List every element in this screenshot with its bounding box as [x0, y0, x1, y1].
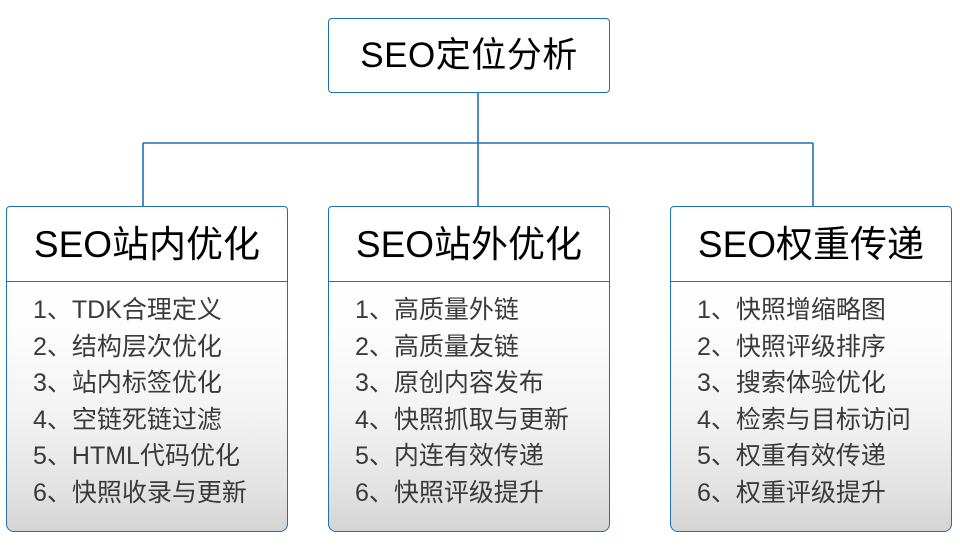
branch-header-seo-onsite[interactable]: SEO站内优化: [6, 206, 288, 282]
branch-seo-weight[interactable]: SEO权重传递 1、快照增缩略图 2、快照评级排序 3、搜索体验优化 4、检索与…: [670, 206, 952, 532]
branch-body-seo-weight: 1、快照增缩略图 2、快照评级排序 3、搜索体验优化 4、检索与目标访问 5、权…: [670, 282, 952, 532]
list-item-label: 快照增缩略图: [735, 296, 886, 324]
list-item-label: 结构层次优化: [71, 332, 222, 361]
list-item-index: 4、: [33, 405, 72, 434]
branch-seo-onsite[interactable]: SEO站内优化 1、TDK合理定义 2、结构层次优化 3、站内标签优化 4、空链…: [6, 206, 288, 532]
branch-list-seo-offsite: 1、高质量外链 2、高质量友链 3、原创内容发布 4、快照抓取与更新 5、内连有…: [329, 292, 569, 511]
list-item: 4、空链死链过滤: [33, 402, 247, 439]
list-item-index: 3、: [355, 369, 394, 397]
list-item-index: 6、: [33, 478, 72, 507]
list-item-index: 1、: [355, 296, 394, 324]
list-item: 6、快照评级提升: [355, 475, 569, 512]
branch-header-label: SEO站外优化: [355, 223, 583, 265]
list-item: 1、快照增缩略图: [697, 292, 911, 329]
list-item-index: 1、: [33, 296, 72, 324]
list-item-label: 站内标签优化: [71, 369, 222, 397]
list-item-label: 检索与目标访问: [735, 405, 911, 434]
list-item: 2、高质量友链: [355, 329, 569, 366]
list-item-index: 3、: [697, 369, 736, 397]
root-node[interactable]: SEO定位分析: [328, 18, 610, 93]
list-item-index: 2、: [697, 332, 736, 361]
list-item-index: 3、: [33, 369, 72, 397]
list-item-label: 空链死链过滤: [71, 405, 222, 434]
list-item: 1、高质量外链: [355, 292, 569, 329]
branch-seo-offsite[interactable]: SEO站外优化 1、高质量外链 2、高质量友链 3、原创内容发布 4、快照抓取与…: [328, 206, 610, 532]
branch-list-seo-onsite: 1、TDK合理定义 2、结构层次优化 3、站内标签优化 4、空链死链过滤 5、H…: [7, 292, 247, 511]
list-item: 5、HTML代码优化: [33, 438, 247, 475]
list-item-label: 快照抓取与更新: [393, 405, 569, 434]
list-item-label: 搜索体验优化: [735, 369, 886, 397]
branch-body-seo-onsite: 1、TDK合理定义 2、结构层次优化 3、站内标签优化 4、空链死链过滤 5、H…: [6, 282, 288, 532]
list-item-index: 5、: [33, 442, 72, 470]
list-item: 1、TDK合理定义: [33, 292, 247, 329]
list-item-index: 4、: [697, 405, 736, 434]
list-item-index: 6、: [697, 478, 736, 507]
branch-header-seo-weight[interactable]: SEO权重传递: [670, 206, 952, 282]
list-item-label: 高质量外链: [393, 296, 519, 324]
list-item-index: 6、: [355, 478, 394, 507]
list-item-label: 权重有效传递: [735, 442, 886, 470]
list-item: 6、权重评级提升: [697, 475, 911, 512]
list-item-label: HTML代码优化: [71, 442, 240, 470]
list-item: 3、搜索体验优化: [697, 365, 911, 402]
list-item: 4、检索与目标访问: [697, 402, 911, 439]
list-item: 2、快照评级排序: [697, 329, 911, 366]
list-item-index: 2、: [355, 332, 394, 361]
branch-header-label: SEO权重传递: [697, 223, 925, 265]
branch-header-label: SEO站内优化: [33, 223, 261, 265]
list-item-label: TDK合理定义: [71, 296, 222, 324]
list-item-label: 内连有效传递: [393, 442, 544, 470]
branch-header-seo-offsite[interactable]: SEO站外优化: [328, 206, 610, 282]
branch-list-seo-weight: 1、快照增缩略图 2、快照评级排序 3、搜索体验优化 4、检索与目标访问 5、权…: [671, 292, 911, 511]
list-item-index: 2、: [33, 332, 72, 361]
list-item-label: 原创内容发布: [393, 369, 544, 397]
list-item-label: 高质量友链: [393, 332, 519, 361]
root-node-title: SEO定位分析: [360, 36, 578, 75]
list-item: 3、站内标签优化: [33, 365, 247, 402]
list-item-index: 5、: [697, 442, 736, 470]
list-item: 5、内连有效传递: [355, 438, 569, 475]
list-item: 5、权重有效传递: [697, 438, 911, 475]
list-item-label: 权重评级提升: [735, 478, 886, 507]
list-item-index: 1、: [697, 296, 736, 324]
branch-body-seo-offsite: 1、高质量外链 2、高质量友链 3、原创内容发布 4、快照抓取与更新 5、内连有…: [328, 282, 610, 532]
list-item-label: 快照收录与更新: [71, 478, 247, 507]
list-item: 6、快照收录与更新: [33, 475, 247, 512]
list-item-label: 快照评级提升: [393, 478, 544, 507]
list-item-index: 5、: [355, 442, 394, 470]
list-item: 2、结构层次优化: [33, 329, 247, 366]
list-item-label: 快照评级排序: [735, 332, 886, 361]
list-item: 3、原创内容发布: [355, 365, 569, 402]
list-item: 4、快照抓取与更新: [355, 402, 569, 439]
list-item-index: 4、: [355, 405, 394, 434]
